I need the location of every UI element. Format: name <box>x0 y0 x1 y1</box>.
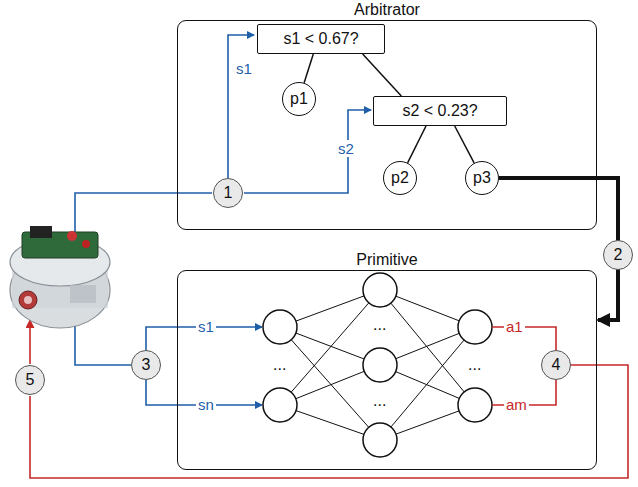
signal-label: s2 <box>336 140 356 157</box>
ellipsis: ... <box>371 316 388 333</box>
panel-title: Primitive <box>178 251 596 269</box>
callout-number: 3 <box>131 350 161 380</box>
node-text: s1 < 0.67? <box>283 30 358 48</box>
signal-label: s1 <box>196 318 216 335</box>
primitive-choice: p2 <box>383 161 417 195</box>
panel-title: Arbitrator <box>178 1 596 19</box>
network-links <box>280 290 475 440</box>
selection-arrow <box>499 178 618 320</box>
callout-number: 2 <box>603 240 633 270</box>
tree-branch <box>304 54 313 83</box>
signal-label: am <box>504 396 529 413</box>
primitive-choice: p3 <box>465 161 499 195</box>
ellipsis: ... <box>371 392 388 409</box>
primitive-choice: p1 <box>282 82 316 116</box>
node-text: p1 <box>290 90 308 108</box>
robot-illustration <box>10 226 110 328</box>
node-text: s2 < 0.23? <box>402 102 477 120</box>
ellipsis: ... <box>271 356 288 373</box>
callout-number: 5 <box>15 365 45 395</box>
tree-branch <box>363 54 402 96</box>
tree-branch <box>455 126 474 163</box>
node-text: p3 <box>473 169 491 187</box>
signal-label: sn <box>196 396 216 413</box>
sensor-wire <box>75 35 371 405</box>
callout-number: 4 <box>541 350 571 380</box>
ellipsis: ... <box>466 356 483 373</box>
action-wire <box>30 320 628 478</box>
decision-box: s2 < 0.23? <box>373 96 507 126</box>
node-text: p2 <box>391 169 409 187</box>
decision-box: s1 < 0.67? <box>257 24 385 54</box>
neuron <box>263 273 492 457</box>
signal-label: a1 <box>504 318 525 335</box>
callout-number: 1 <box>213 178 243 208</box>
primitive-panel: Primitive <box>177 270 597 470</box>
tree-branch <box>408 126 426 163</box>
signal-label: s1 <box>234 60 254 77</box>
